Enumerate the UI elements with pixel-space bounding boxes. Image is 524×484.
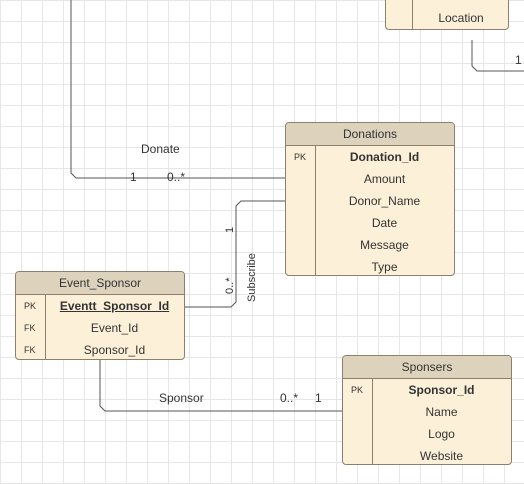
fk-label: FK — [24, 345, 36, 355]
attr-row: PK Eventt_Sponsor_Id — [16, 295, 184, 317]
attr-row: FK Event_Id — [16, 317, 184, 339]
attr-row: Name — [343, 401, 511, 423]
pk-label: PK — [24, 301, 37, 311]
attr-row: PK Sponsor_Id — [343, 379, 511, 401]
subscribe-card-top: 1 — [224, 226, 236, 233]
fk-label: FK — [24, 323, 36, 333]
top-right-connector[interactable] — [471, 40, 524, 72]
sponsor-label: Sponsor — [159, 391, 204, 405]
pk-label: PK — [351, 385, 364, 395]
attr-eventt-sponsor-id: Eventt_Sponsor_Id — [59, 299, 170, 313]
donate-label: Donate — [141, 142, 180, 156]
entity-sponsers[interactable]: Sponsers PK Sponsor_Id Name Logo Website — [342, 355, 512, 465]
attr-row: Logo — [343, 423, 511, 445]
pk-label: PK — [294, 152, 307, 162]
attr-row: Type — [286, 256, 454, 275]
entity-donations[interactable]: Donations PK Donation_Id Amount Donor_Na… — [285, 122, 455, 276]
entity-sponsers-key-column — [343, 379, 373, 464]
attr-date: Date — [371, 216, 398, 230]
top-right-card: 1 — [515, 53, 522, 67]
top-entity[interactable]: Location — [385, 0, 509, 30]
entity-donations-key-column — [286, 146, 316, 275]
attr-amount: Amount — [363, 172, 406, 186]
attr-logo: Logo — [428, 427, 455, 441]
top-entity-key-divider — [412, 0, 413, 29]
attr-event-id: Event_Id — [90, 321, 139, 335]
entity-donations-body: PK Donation_Id Amount Donor_Name Date Me… — [286, 146, 454, 275]
donate-card-left: 1 — [130, 170, 137, 184]
attr-row: Amount — [286, 168, 454, 190]
sponsor-connector[interactable] — [99, 360, 343, 412]
attr-row: PK Donation_Id — [286, 146, 454, 168]
attr-website: Website — [419, 449, 464, 463]
entity-event-sponsor[interactable]: Event_Sponsor PK Eventt_Sponsor_Id FK Ev… — [15, 271, 185, 360]
entity-donations-title: Donations — [286, 123, 454, 146]
attr-sponsor-id: Sponsor_Id — [408, 383, 475, 397]
subscribe-label: Subscribe — [246, 253, 258, 302]
entity-event-sponsor-title: Event_Sponsor — [16, 272, 184, 295]
attr-type: Type — [371, 260, 398, 274]
donate-connector[interactable] — [70, 0, 286, 179]
entity-event-sponsor-body: PK Eventt_Sponsor_Id FK Event_Id FK Spon… — [16, 295, 184, 359]
attr-sponsor-id-fk: Sponsor_Id — [83, 343, 146, 357]
subscribe-card-bottom: 0..* — [224, 277, 236, 294]
attr-location: Location — [438, 11, 484, 25]
attr-name: Name — [425, 405, 458, 419]
sponsor-card-left: 0..* — [280, 391, 299, 405]
entity-sponsers-body: PK Sponsor_Id Name Logo Website — [343, 379, 511, 464]
sponsor-card-right: 1 — [315, 391, 322, 405]
entity-event-sponsor-key-column — [16, 295, 46, 359]
attr-row: FK Sponsor_Id — [16, 339, 184, 359]
entity-sponsers-title: Sponsers — [343, 356, 511, 379]
attr-donor-name: Donor_Name — [348, 194, 421, 208]
attr-message: Message — [360, 238, 409, 252]
attr-row: Date — [286, 212, 454, 234]
donate-card-right: 0..* — [167, 170, 186, 184]
attr-row: Donor_Name — [286, 190, 454, 212]
attr-donation-id: Donation_Id — [349, 150, 420, 164]
attr-row: Website — [343, 445, 511, 464]
attr-row: Message — [286, 234, 454, 256]
subscribe-connector[interactable] — [185, 200, 286, 308]
